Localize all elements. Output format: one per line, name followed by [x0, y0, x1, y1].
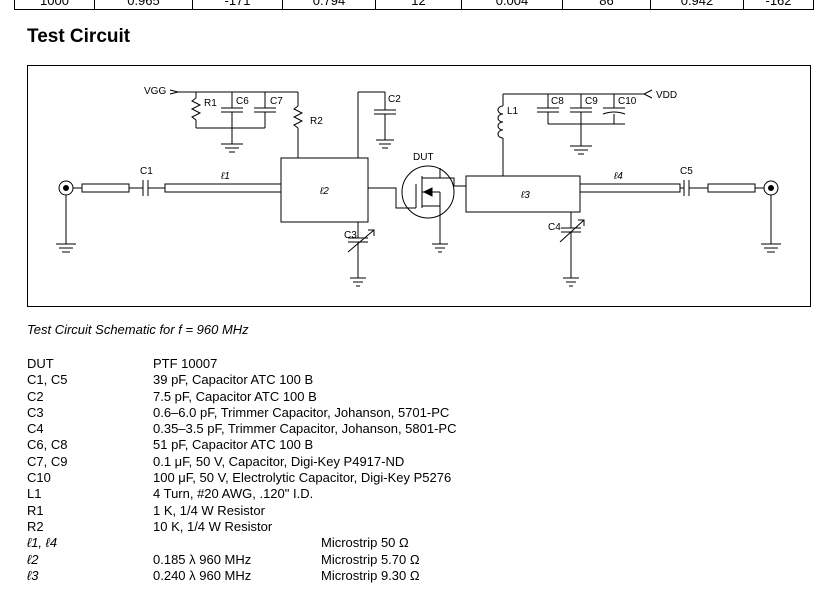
part-desc: 0.240 λ 960 MHz: [153, 567, 252, 583]
dut-transistor: DUT: [401, 152, 466, 253]
part-desc: 0.6–6.0 pF, Trimmer Capacitor, Johanson,…: [153, 404, 450, 420]
drain-bias-network: L1 VDD C8 C9 C10: [497, 89, 677, 176]
table-cell: 0.794: [282, 0, 376, 10]
part-ref: C1, C5: [27, 372, 68, 388]
capacitor-c2: C2: [357, 91, 401, 158]
part-ref: C10: [27, 470, 51, 486]
table-cell: 1000: [14, 0, 95, 10]
list-item: DUT PTF 10007: [27, 356, 817, 372]
part-ref: C4: [27, 421, 44, 437]
part-ref: L1: [27, 486, 42, 502]
label-c1: C1: [140, 166, 153, 177]
list-item: ℓ1, ℓ4 Microstrip 50 Ω: [27, 535, 817, 551]
label-c4: C4: [548, 222, 561, 233]
list-item: C3 0.6–6.0 pF, Trimmer Capacitor, Johans…: [27, 405, 817, 421]
label-l3-line: ℓ3: [520, 190, 530, 201]
part-ref: ℓ2: [27, 551, 39, 567]
part-desc: 39 pF, Capacitor ATC 100 B: [153, 372, 314, 388]
label-c2: C2: [388, 94, 401, 105]
part-ref: ℓ1, ℓ4: [27, 535, 58, 551]
label-dut: DUT: [413, 152, 434, 163]
label-r1: R1: [204, 98, 217, 109]
part-extra: Microstrip 50 Ω: [321, 535, 409, 551]
label-vgg: VGG: [144, 86, 166, 97]
label-vdd: VDD: [656, 90, 677, 101]
trimmer-capacitor-c3: C3: [344, 222, 375, 287]
list-item: C6, C8 51 pF, Capacitor ATC 100 B: [27, 437, 817, 453]
part-desc: 1 K, 1/4 W Resistor: [153, 502, 265, 518]
label-r2: R2: [310, 116, 323, 127]
part-desc: 0.185 λ 960 MHz: [153, 551, 252, 567]
list-item: C7, C9 0.1 μF, 50 V, Capacitor, Digi-Key…: [27, 454, 817, 470]
part-extra: Microstrip 5.70 Ω: [321, 551, 420, 567]
microstrip-l2: ℓ2: [280, 157, 369, 223]
list-item: R2 10 K, 1/4 W Resistor: [27, 519, 817, 535]
gate-bias-network: VGG R1 C6 C7 R2: [144, 86, 323, 158]
capacitor-c1: C1: [140, 166, 165, 196]
part-desc: 4 Turn, #20 AWG, .120" I.D.: [153, 486, 314, 502]
input-connector: [56, 180, 143, 253]
label-c7: C7: [270, 96, 283, 107]
part-desc: 51 pF, Capacitor ATC 100 B: [153, 437, 314, 453]
parts-list: DUT PTF 10007 C1, C5 39 pF, Capacitor AT…: [27, 356, 817, 584]
label-c8: C8: [551, 96, 564, 107]
table-cell: 0.004: [461, 0, 563, 10]
part-ref: DUT: [27, 356, 54, 371]
label-l1: L1: [507, 106, 519, 117]
table-cell: 0.965: [94, 0, 193, 10]
list-item: C2 7.5 pF, Capacitor ATC 100 B: [27, 389, 817, 405]
part-ref: C2: [27, 388, 44, 404]
part-ref: C7, C9: [27, 453, 68, 469]
part-desc: 100 μF, 50 V, Electrolytic Capacitor, Di…: [153, 470, 452, 486]
part-desc: PTF 10007: [153, 356, 218, 371]
part-desc: 10 K, 1/4 W Resistor: [153, 518, 273, 534]
microstrip-l3: ℓ3: [465, 175, 581, 213]
label-c10: C10: [618, 96, 637, 107]
label-l2-line: ℓ2: [319, 186, 329, 197]
list-item: C4 0.35–3.5 pF, Trimmer Capacitor, Johan…: [27, 421, 817, 437]
list-item: R1 1 K, 1/4 W Resistor: [27, 503, 817, 519]
microstrip-l4: ℓ4: [579, 171, 681, 193]
part-desc: 7.5 pF, Capacitor ATC 100 B: [153, 388, 317, 404]
table-cell: 86: [562, 0, 651, 10]
list-item: ℓ2 0.185 λ 960 MHz Microstrip 5.70 Ω: [27, 552, 817, 568]
table-cell: -171: [192, 0, 283, 10]
part-ref: C6, C8: [27, 437, 68, 453]
part-desc: 0.35–3.5 pF, Trimmer Capacitor, Johanson…: [153, 421, 457, 437]
capacitor-c5: C5: [680, 166, 708, 196]
trimmer-capacitor-c4: C4: [548, 212, 585, 287]
schematic-caption: Test Circuit Schematic for f = 960 MHz: [27, 322, 249, 337]
table-cell: 0.942: [650, 0, 744, 10]
part-extra: Microstrip 9.30 Ω: [321, 567, 420, 583]
list-item: L1 4 Turn, #20 AWG, .120" I.D.: [27, 486, 817, 502]
list-item: C10 100 μF, 50 V, Electrolytic Capacitor…: [27, 470, 817, 486]
microstrip-l1: ℓ1: [164, 171, 282, 193]
s-parameter-table-last-row: 1000 0.965 -171 0.794 12 0.004 86 0.942 …: [14, 0, 814, 10]
label-c5: C5: [680, 166, 693, 177]
part-ref: ℓ3: [27, 567, 39, 583]
label-l1-line: ℓ1: [220, 171, 230, 182]
label-c6: C6: [236, 96, 249, 107]
label-c9: C9: [585, 96, 598, 107]
label-c3: C3: [344, 230, 357, 241]
table-row: 1000 0.965 -171 0.794 12 0.004 86 0.942 …: [14, 0, 814, 10]
section-heading: Test Circuit: [27, 26, 131, 47]
schematic-drawing: C1 ℓ1 ℓ2 VGG R1 C6: [56, 86, 781, 287]
list-item: ℓ3 0.240 λ 960 MHz Microstrip 9.30 Ω: [27, 568, 817, 584]
output-connector: [707, 180, 781, 253]
table-cell: -162: [743, 0, 814, 10]
part-ref: R2: [27, 518, 44, 534]
part-ref: R1: [27, 502, 44, 518]
list-item: C1, C5 39 pF, Capacitor ATC 100 B: [27, 372, 817, 388]
test-circuit-schematic: C1 ℓ1 ℓ2 VGG R1 C6: [27, 65, 811, 307]
part-desc: 0.1 μF, 50 V, Capacitor, Digi-Key P4917-…: [153, 453, 405, 469]
label-l4-line: ℓ4: [613, 171, 623, 182]
table-cell: 12: [375, 0, 462, 10]
part-ref: C3: [27, 404, 44, 420]
